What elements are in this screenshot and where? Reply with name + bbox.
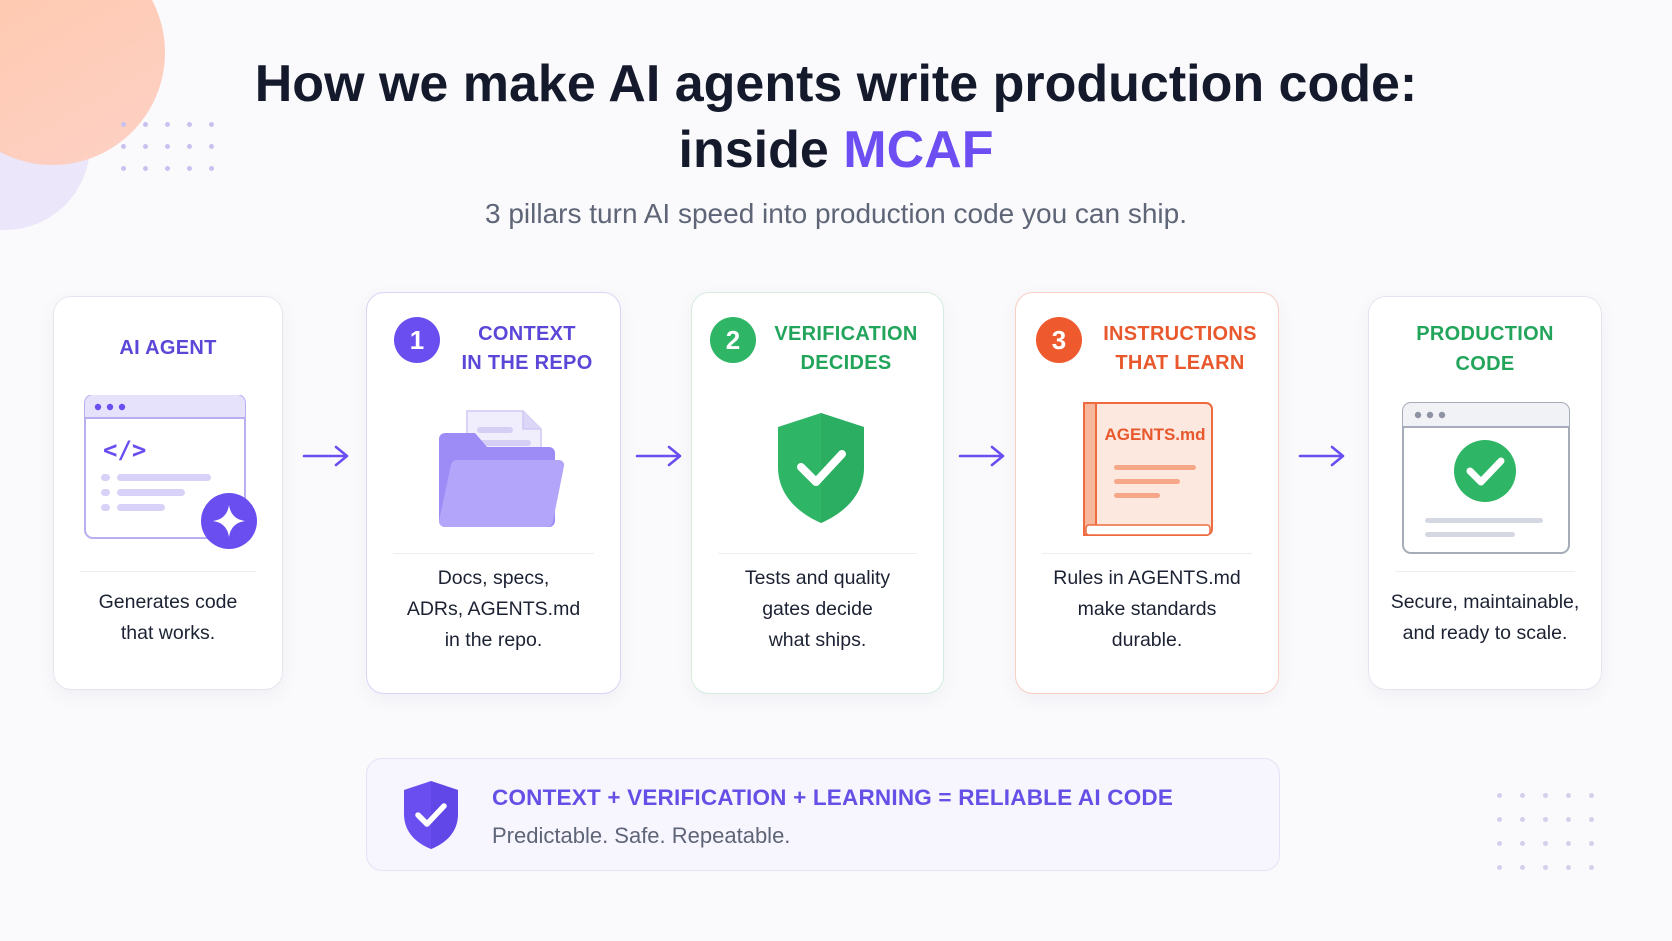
arrow-right-icon	[1298, 445, 1345, 467]
book-label: AGENTS.md	[1104, 425, 1206, 444]
summary-banner: CONTEXT + VERIFICATION + LEARNING = RELI…	[366, 758, 1280, 871]
card-title: INSTRUCTIONS THAT LEARN	[1103, 323, 1257, 374]
card-verification-decides: 2 VERIFICATION DECIDES Tests and quality…	[691, 292, 944, 694]
page-subtitle: 3 pillars turn AI speed into production …	[485, 198, 1187, 229]
step-number-badge: 2	[710, 317, 756, 363]
step-number-badge: 3	[1036, 317, 1082, 363]
card-divider	[1395, 571, 1575, 572]
card-title: PRODUCTION CODE	[1416, 323, 1554, 375]
card-divider	[1042, 553, 1252, 554]
agents-md-book-icon: AGENTS.md	[1080, 401, 1214, 541]
card-divider	[393, 553, 594, 554]
folder-with-documents-icon	[439, 410, 565, 528]
card-description: Tests and quality gates decide what ship…	[744, 567, 891, 651]
decorative-dot-grid	[121, 122, 214, 171]
card-divider	[718, 553, 917, 554]
svg-text:</>: </>	[103, 436, 146, 464]
page-title: How we make AI agents write production c…	[254, 55, 1418, 113]
decorative-dot-grid	[1497, 793, 1594, 870]
banner-subtitle: Predictable. Safe. Repeatable.	[492, 823, 791, 848]
card-title: AI AGENT	[119, 337, 217, 359]
card-description: Rules in AGENTS.md make standards durabl…	[1053, 567, 1241, 651]
arrow-right-icon	[635, 445, 682, 467]
card-context-in-the-repo: 1 CONTEXT IN THE REPO Docs, specs, ADRs,…	[366, 292, 621, 694]
card-description: Docs, specs, ADRs, AGENTS.md in the repo…	[406, 567, 581, 651]
code-window-with-sparkle-icon: </>	[84, 395, 257, 549]
card-divider	[80, 571, 256, 572]
card-production-code: PRODUCTION CODE Secure, maintainable, an…	[1368, 296, 1602, 690]
card-title: CONTEXT IN THE REPO	[461, 323, 593, 374]
card-description: Generates code that works.	[98, 591, 238, 644]
shield-check-icon	[404, 781, 458, 849]
title-prefix: inside	[678, 121, 844, 179]
arrow-right-icon	[302, 445, 349, 467]
card-ai-agent: AI AGENT </> Generates code that works.	[53, 296, 283, 690]
card-title: VERIFICATION DECIDES	[774, 323, 918, 374]
card-instructions-that-learn: 3 INSTRUCTIONS THAT LEARN AGENTS.md Rule…	[1015, 292, 1279, 694]
title-accent-mcaf: MCAF	[843, 121, 994, 179]
arrow-right-icon	[958, 445, 1005, 467]
shield-check-icon	[778, 413, 864, 523]
page-title-line2: inside MCAF	[0, 118, 1672, 182]
card-description: Secure, maintainable, and ready to scale…	[1390, 591, 1580, 644]
step-number-badge: 1	[394, 317, 440, 363]
browser-window-check-icon	[1402, 402, 1570, 554]
banner-title: CONTEXT + VERIFICATION + LEARNING = RELI…	[492, 785, 1174, 810]
